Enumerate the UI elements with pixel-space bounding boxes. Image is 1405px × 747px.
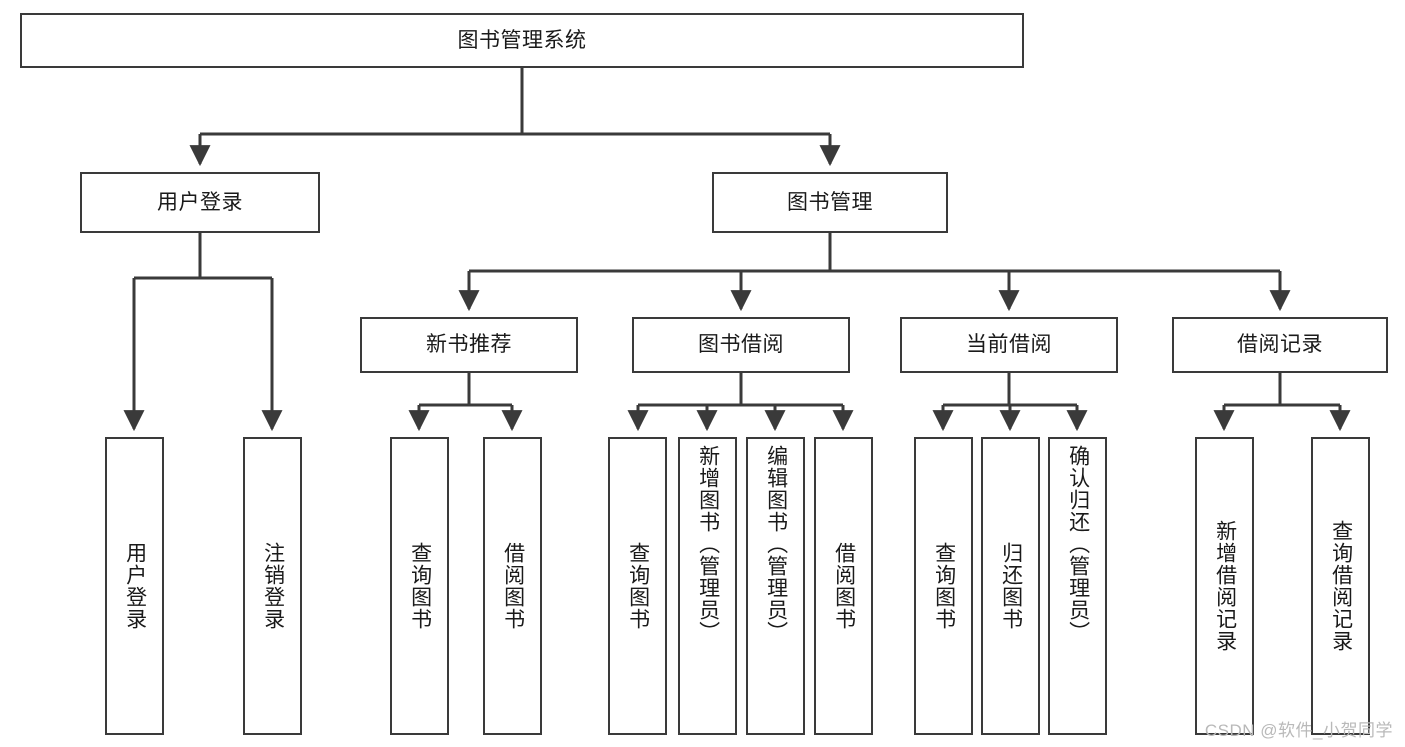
watermark-text: CSDN @软件_小贺同学 bbox=[1204, 721, 1393, 740]
node-label: 图书管理 bbox=[787, 190, 873, 214]
node-label: 查询图书 bbox=[626, 542, 650, 630]
node-label: 查询图书 bbox=[408, 542, 432, 630]
node-label: 确认归还（管理员） bbox=[1066, 445, 1090, 643]
node-label: 新增借阅记录 bbox=[1213, 520, 1237, 652]
node-label: 借阅图书 bbox=[501, 542, 525, 630]
node-label: 新增图书（管理员） bbox=[696, 445, 720, 643]
leaf-borrow-query-book[interactable]: 查询图书 bbox=[608, 437, 667, 735]
leaf-new-book-borrow-book[interactable]: 借阅图书 bbox=[483, 437, 542, 735]
node-new-book-recommend[interactable]: 新书推荐 bbox=[360, 317, 578, 373]
node-label: 新书推荐 bbox=[426, 333, 512, 357]
leaf-current-confirm-return-admin[interactable]: 确认归还（管理员） bbox=[1048, 437, 1107, 735]
leaf-new-book-query-book[interactable]: 查询图书 bbox=[390, 437, 449, 735]
leaf-user-login-logout[interactable]: 注销登录 bbox=[243, 437, 302, 735]
node-label: 编辑图书（管理员） bbox=[764, 445, 788, 643]
node-label: 借阅记录 bbox=[1237, 333, 1323, 357]
leaf-current-return-book[interactable]: 归还图书 bbox=[981, 437, 1040, 735]
node-user-login[interactable]: 用户登录 bbox=[80, 172, 320, 233]
node-label: 查询借阅记录 bbox=[1329, 520, 1353, 652]
node-label: 借阅图书 bbox=[832, 542, 856, 630]
node-label: 注销登录 bbox=[261, 542, 285, 630]
node-label: 归还图书 bbox=[999, 542, 1023, 630]
node-book-borrow[interactable]: 图书借阅 bbox=[632, 317, 850, 373]
leaf-user-login-login[interactable]: 用户登录 bbox=[105, 437, 164, 735]
node-label: 当前借阅 bbox=[966, 333, 1052, 357]
node-label: 图书管理系统 bbox=[457, 28, 587, 52]
node-current-borrow[interactable]: 当前借阅 bbox=[900, 317, 1118, 373]
node-label: 用户登录 bbox=[123, 542, 147, 630]
leaf-record-add-record[interactable]: 新增借阅记录 bbox=[1195, 437, 1254, 735]
node-label: 图书借阅 bbox=[698, 333, 784, 357]
leaf-current-query-book[interactable]: 查询图书 bbox=[914, 437, 973, 735]
leaf-borrow-edit-book-admin[interactable]: 编辑图书（管理员） bbox=[746, 437, 805, 735]
node-borrow-record[interactable]: 借阅记录 bbox=[1172, 317, 1388, 373]
node-label: 查询图书 bbox=[932, 542, 956, 630]
leaf-borrow-borrow-book[interactable]: 借阅图书 bbox=[814, 437, 873, 735]
node-label: 用户登录 bbox=[157, 190, 243, 214]
node-book-management[interactable]: 图书管理 bbox=[712, 172, 948, 233]
leaf-record-query-record[interactable]: 查询借阅记录 bbox=[1311, 437, 1370, 735]
node-root-book-management-system[interactable]: 图书管理系统 bbox=[20, 13, 1024, 68]
leaf-borrow-add-book-admin[interactable]: 新增图书（管理员） bbox=[678, 437, 737, 735]
